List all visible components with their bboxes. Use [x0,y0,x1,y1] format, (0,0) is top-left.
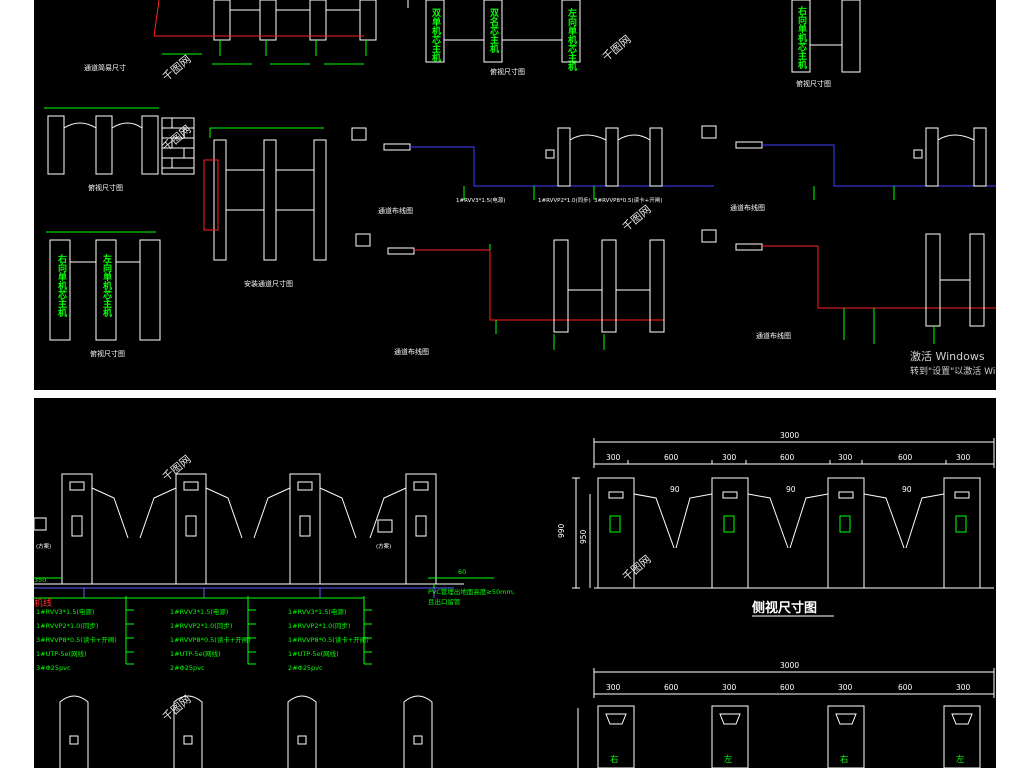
svg-text:3#RVVP8*0.5(读卡+开闸): 3#RVVP8*0.5(读卡+开闸) [36,635,117,644]
wire-note-3: 3#RVVP8*0.5(读卡+开闸) [594,196,662,204]
pvc-note-2: 且出口留管 [428,597,461,606]
top-drawing-canvas: 通道简易尺寸 双单机芯主机 双名芯主机 左向单机芯主机 俯视尺寸图 右向单机芯主… [44,0,996,377]
caption-channel-dims: 通道简易尺寸 [84,63,126,72]
side-seg-7: 300 [956,453,971,462]
wire-group-3: 1#RVV3*1.5(电源) 1#RVVP2*1.0(同步) 1#RVVP8*0… [288,607,369,672]
svg-text:1#RVVP8*0.5(读卡+开闸): 1#RVVP8*0.5(读卡+开闸) [170,635,251,644]
top-center-units [407,0,581,63]
svg-text:2#Φ25pvc: 2#Φ25pvc [288,664,323,672]
lower-left-turnstile-tops [59,695,433,768]
pc-icon-right [377,519,393,533]
windows-activate-subtitle: 转到"设置"以激活 Wi [910,365,995,377]
top-view-label-3: 右 [840,754,849,765]
pvc-note: PVC管埋出地面高度≥50mm, [428,587,515,596]
windows-activate-title: 激活 Windows [910,349,985,363]
top-seg-6: 600 [898,683,913,692]
wire-group-1: 1#RVV3*1.5(电源) 1#RVVP2*1.0(同步) 3#RVVP8*0… [36,607,117,672]
bottom-left-units [46,231,161,341]
caption-unit-dims-top: 俯视尺寸图 [490,67,525,76]
side-seg-6: 600 [898,453,913,462]
svg-text:1#RVVP8*0.5(读卡+开闸): 1#RVVP8*0.5(读卡+开闸) [288,635,369,644]
label-top-right: 右向单机芯主机 [796,5,808,70]
front-view-wiring [34,577,494,665]
front-view-turnstiles [34,473,464,585]
left-note: 机线 [34,597,52,609]
label-right-unit: 左向单机芯主机 [101,253,113,318]
cad-drawing-bottom: (方案) (方案) 350 60 PVC管埋出地面高度≥50mm, 且出口留管 … [33,398,996,768]
side-seg-5: 300 [838,453,853,462]
side-angle-3: 90 [902,485,912,494]
cad-drawing-top: 通道简易尺寸 双单机芯主机 双名芯主机 左向单机芯主机 俯视尺寸图 右向单机芯主… [34,0,996,390]
bottom-drawing-canvas: (方案) (方案) 350 60 PVC管埋出地面高度≥50mm, 且出口留管 … [33,431,995,768]
top-left-channel [153,0,377,65]
side-view-title: 侧视尺寸图 [752,600,817,616]
caption-wiring-4: 通道布线图 [756,331,791,340]
side-height-inner: 950 [579,529,588,544]
wiring-diagram-2 [701,125,996,200]
side-seg-3: 300 [722,453,737,462]
svg-text:1#UTP-5e(网线): 1#UTP-5e(网线) [288,649,339,658]
pc-label-1: (方案) [36,542,51,550]
side-height: 990 [557,523,566,538]
side-seg-1: 300 [606,453,621,462]
side-angle-2: 90 [786,485,796,494]
top-total-dim: 3000 [780,661,799,670]
side-seg-4: 600 [780,453,795,462]
top-seg-1: 300 [606,683,621,692]
top-view-drawing [577,668,995,768]
svg-text:3#Φ25pvc: 3#Φ25pvc [36,664,71,672]
label-top-c: 左向单机芯主机 [566,7,578,72]
side-total-dim: 3000 [780,431,799,440]
svg-text:2#Φ25pvc: 2#Φ25pvc [170,664,205,672]
wire-group-2: 1#RVV3*1.5(电源) 1#RVVP2*1.0(同步) 1#RVVP8*0… [170,607,251,672]
label-top-b: 双名芯主机 [488,8,499,54]
pc-icon-left [33,517,47,531]
top-seg-3: 300 [722,683,737,692]
caption-unit-dims-right: 俯视尺寸图 [796,79,831,88]
label-left-unit: 右向单机芯主机 [56,253,68,318]
top-seg-2: 600 [664,683,679,692]
wiring-diagram-1 [351,127,714,200]
caption-wiring-1: 通道布线图 [378,206,413,215]
svg-text:1#UTP-5e(网线): 1#UTP-5e(网线) [36,649,87,658]
wire-note-1: 1#RVV3*1.5(电源) [456,196,505,204]
svg-text:1#RVVP2*1.0(同步): 1#RVVP2*1.0(同步) [170,622,232,630]
caption-wiring-2: 通道布线图 [730,203,765,212]
dim-left: 350 [34,576,46,584]
svg-text:1#RVV3*1.5(电源): 1#RVV3*1.5(电源) [288,607,346,616]
top-view-label-1: 右 [610,754,619,765]
caption-wall-install: 安装通道尺寸图 [244,279,293,288]
pc-label-2: (方案) [376,542,391,550]
side-view-arrows [609,515,967,533]
caption-bottom-left: 俯视尺寸图 [90,349,125,358]
top-wire-notes: 1#RVV3*1.5(电源) 1#RVVP2*1.0(同步) 3#RVVP8*0… [456,196,662,204]
svg-text:1#RVV3*1.5(电源): 1#RVV3*1.5(电源) [170,607,228,616]
svg-text:1#RVV3*1.5(电源): 1#RVV3*1.5(电源) [36,607,94,616]
top-seg-5: 300 [838,683,853,692]
svg-text:1#UTP-5e(网线): 1#UTP-5e(网线) [170,649,221,658]
wiring-diagram-4 [701,229,996,344]
side-dims-drawing [44,107,195,175]
side-angle-1: 90 [670,485,680,494]
top-view-label-4: 左 [956,754,965,765]
svg-text:1#RVVP2*1.0(同步): 1#RVVP2*1.0(同步) [36,622,98,630]
wall-install-drawing [203,127,327,261]
wiring-diagram-3 [355,233,665,350]
caption-side-dims: 俯视尺寸图 [88,183,123,192]
top-right-units [791,0,861,73]
wire-note-2: 1#RVVP2*1.0(同步) [538,197,591,204]
svg-text:1#RVVP2*1.0(同步): 1#RVVP2*1.0(同步) [288,622,350,630]
top-seg-4: 600 [780,683,795,692]
top-seg-7: 300 [956,683,971,692]
side-seg-2: 600 [664,453,679,462]
dim-60: 60 [458,568,466,576]
label-top-a: 双单机芯主机 [430,8,441,63]
side-view-drawing [572,438,995,589]
top-view-label-2: 左 [724,754,733,765]
caption-wiring-3: 通道布线图 [394,347,429,356]
